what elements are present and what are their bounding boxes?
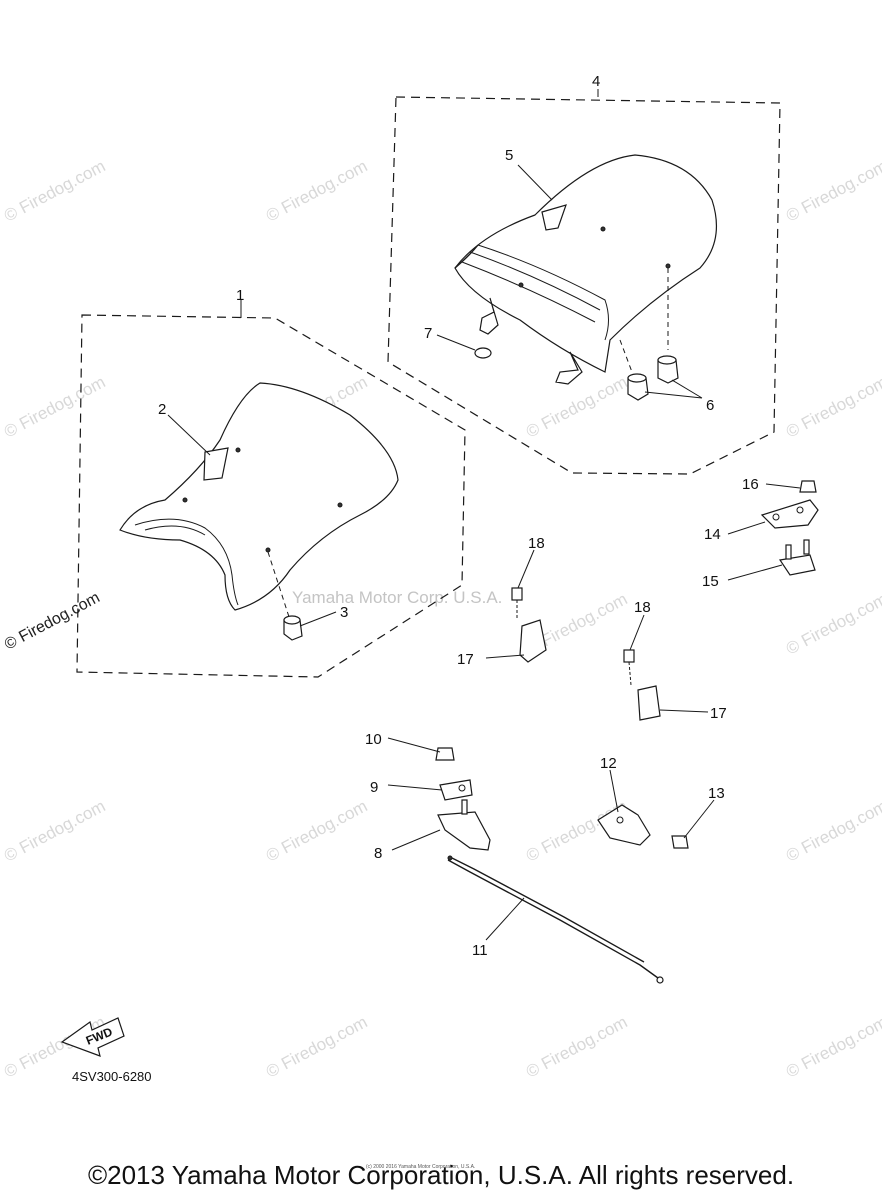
- callout-4: 4: [592, 73, 600, 90]
- watermark: © Firedog.com: [263, 1012, 371, 1081]
- damper-6: [627, 355, 679, 401]
- callout-11: 11: [472, 942, 488, 959]
- cable-11: [447, 855, 664, 984]
- callout-18-left: 18: [528, 535, 545, 552]
- copyright-notice: ©2013 Yamaha Motor Corporation, U.S.A. A…: [87, 1160, 795, 1190]
- front-seat: [119, 382, 399, 621]
- callout-10: 10: [365, 731, 382, 748]
- callout-17-right: 17: [710, 705, 727, 722]
- bracket-17-right: [637, 685, 661, 721]
- watermark: © Firedog.com: [783, 372, 882, 441]
- lock-8: [437, 799, 491, 851]
- nut-16: [799, 480, 817, 493]
- callout-labels: 4 5 7 6 1 2 3 16 14 15 18 17 18 17 10 9 …: [158, 73, 759, 959]
- bracket-17-left: [519, 619, 547, 663]
- callout-7: 7: [424, 325, 432, 342]
- damper-3: [283, 615, 303, 641]
- center-watermark: Yamaha Motor Corp. U.S.A.: [292, 588, 502, 607]
- callout-15: 15: [702, 573, 719, 590]
- callout-12: 12: [600, 755, 617, 772]
- bolt-18-right: [623, 649, 635, 686]
- callout-16: 16: [742, 476, 759, 493]
- watermark: © Firedog.com: [1, 156, 109, 225]
- bolt-18-left: [511, 587, 523, 618]
- watermark-dark: © Firedog.com: [2, 589, 103, 653]
- washer-7: [474, 347, 492, 359]
- plate-9: [439, 779, 473, 801]
- fwd-arrow-icon: FWD: [60, 1017, 125, 1057]
- callout-18-right: 18: [634, 599, 651, 616]
- watermark: © Firedog.com: [263, 796, 371, 865]
- plate-14: [760, 499, 819, 529]
- fine-print: (c) 2000 2016 Yamaha Motor Corporation, …: [366, 1164, 475, 1170]
- rear-seat: [454, 154, 718, 385]
- leader-lines: [167, 89, 801, 941]
- watermark: © Firedog.com: [523, 1012, 631, 1081]
- watermark-layer: © Firedog.com © Firedog.com © Firedog.co…: [1, 156, 882, 1081]
- watermark: © Firedog.com: [263, 156, 371, 225]
- watermark: © Firedog.com: [783, 156, 882, 225]
- front-seat-assembly-boundary: [76, 314, 466, 678]
- watermark: © Firedog.com: [783, 1012, 882, 1081]
- part-code: 4SV300-6280: [72, 1069, 152, 1084]
- watermark: © Firedog.com: [523, 372, 631, 441]
- watermark: © Firedog.com: [783, 589, 882, 658]
- bracket-15: [778, 539, 816, 576]
- callout-1: 1: [236, 287, 244, 304]
- watermark: © Firedog.com: [1, 372, 109, 441]
- callout-2: 2: [158, 401, 166, 418]
- callout-6: 6: [706, 397, 714, 414]
- callout-5: 5: [505, 147, 513, 164]
- callout-14: 14: [704, 526, 721, 543]
- nut-10: [435, 747, 455, 761]
- callout-17-left: 17: [457, 651, 474, 668]
- callout-13: 13: [708, 785, 725, 802]
- callout-3: 3: [340, 604, 348, 621]
- bracket-12: [597, 804, 651, 846]
- watermark: © Firedog.com: [1, 796, 109, 865]
- callout-8: 8: [374, 845, 382, 862]
- watermark: © Firedog.com: [783, 796, 882, 865]
- screw-13: [671, 835, 689, 849]
- callout-9: 9: [370, 779, 378, 796]
